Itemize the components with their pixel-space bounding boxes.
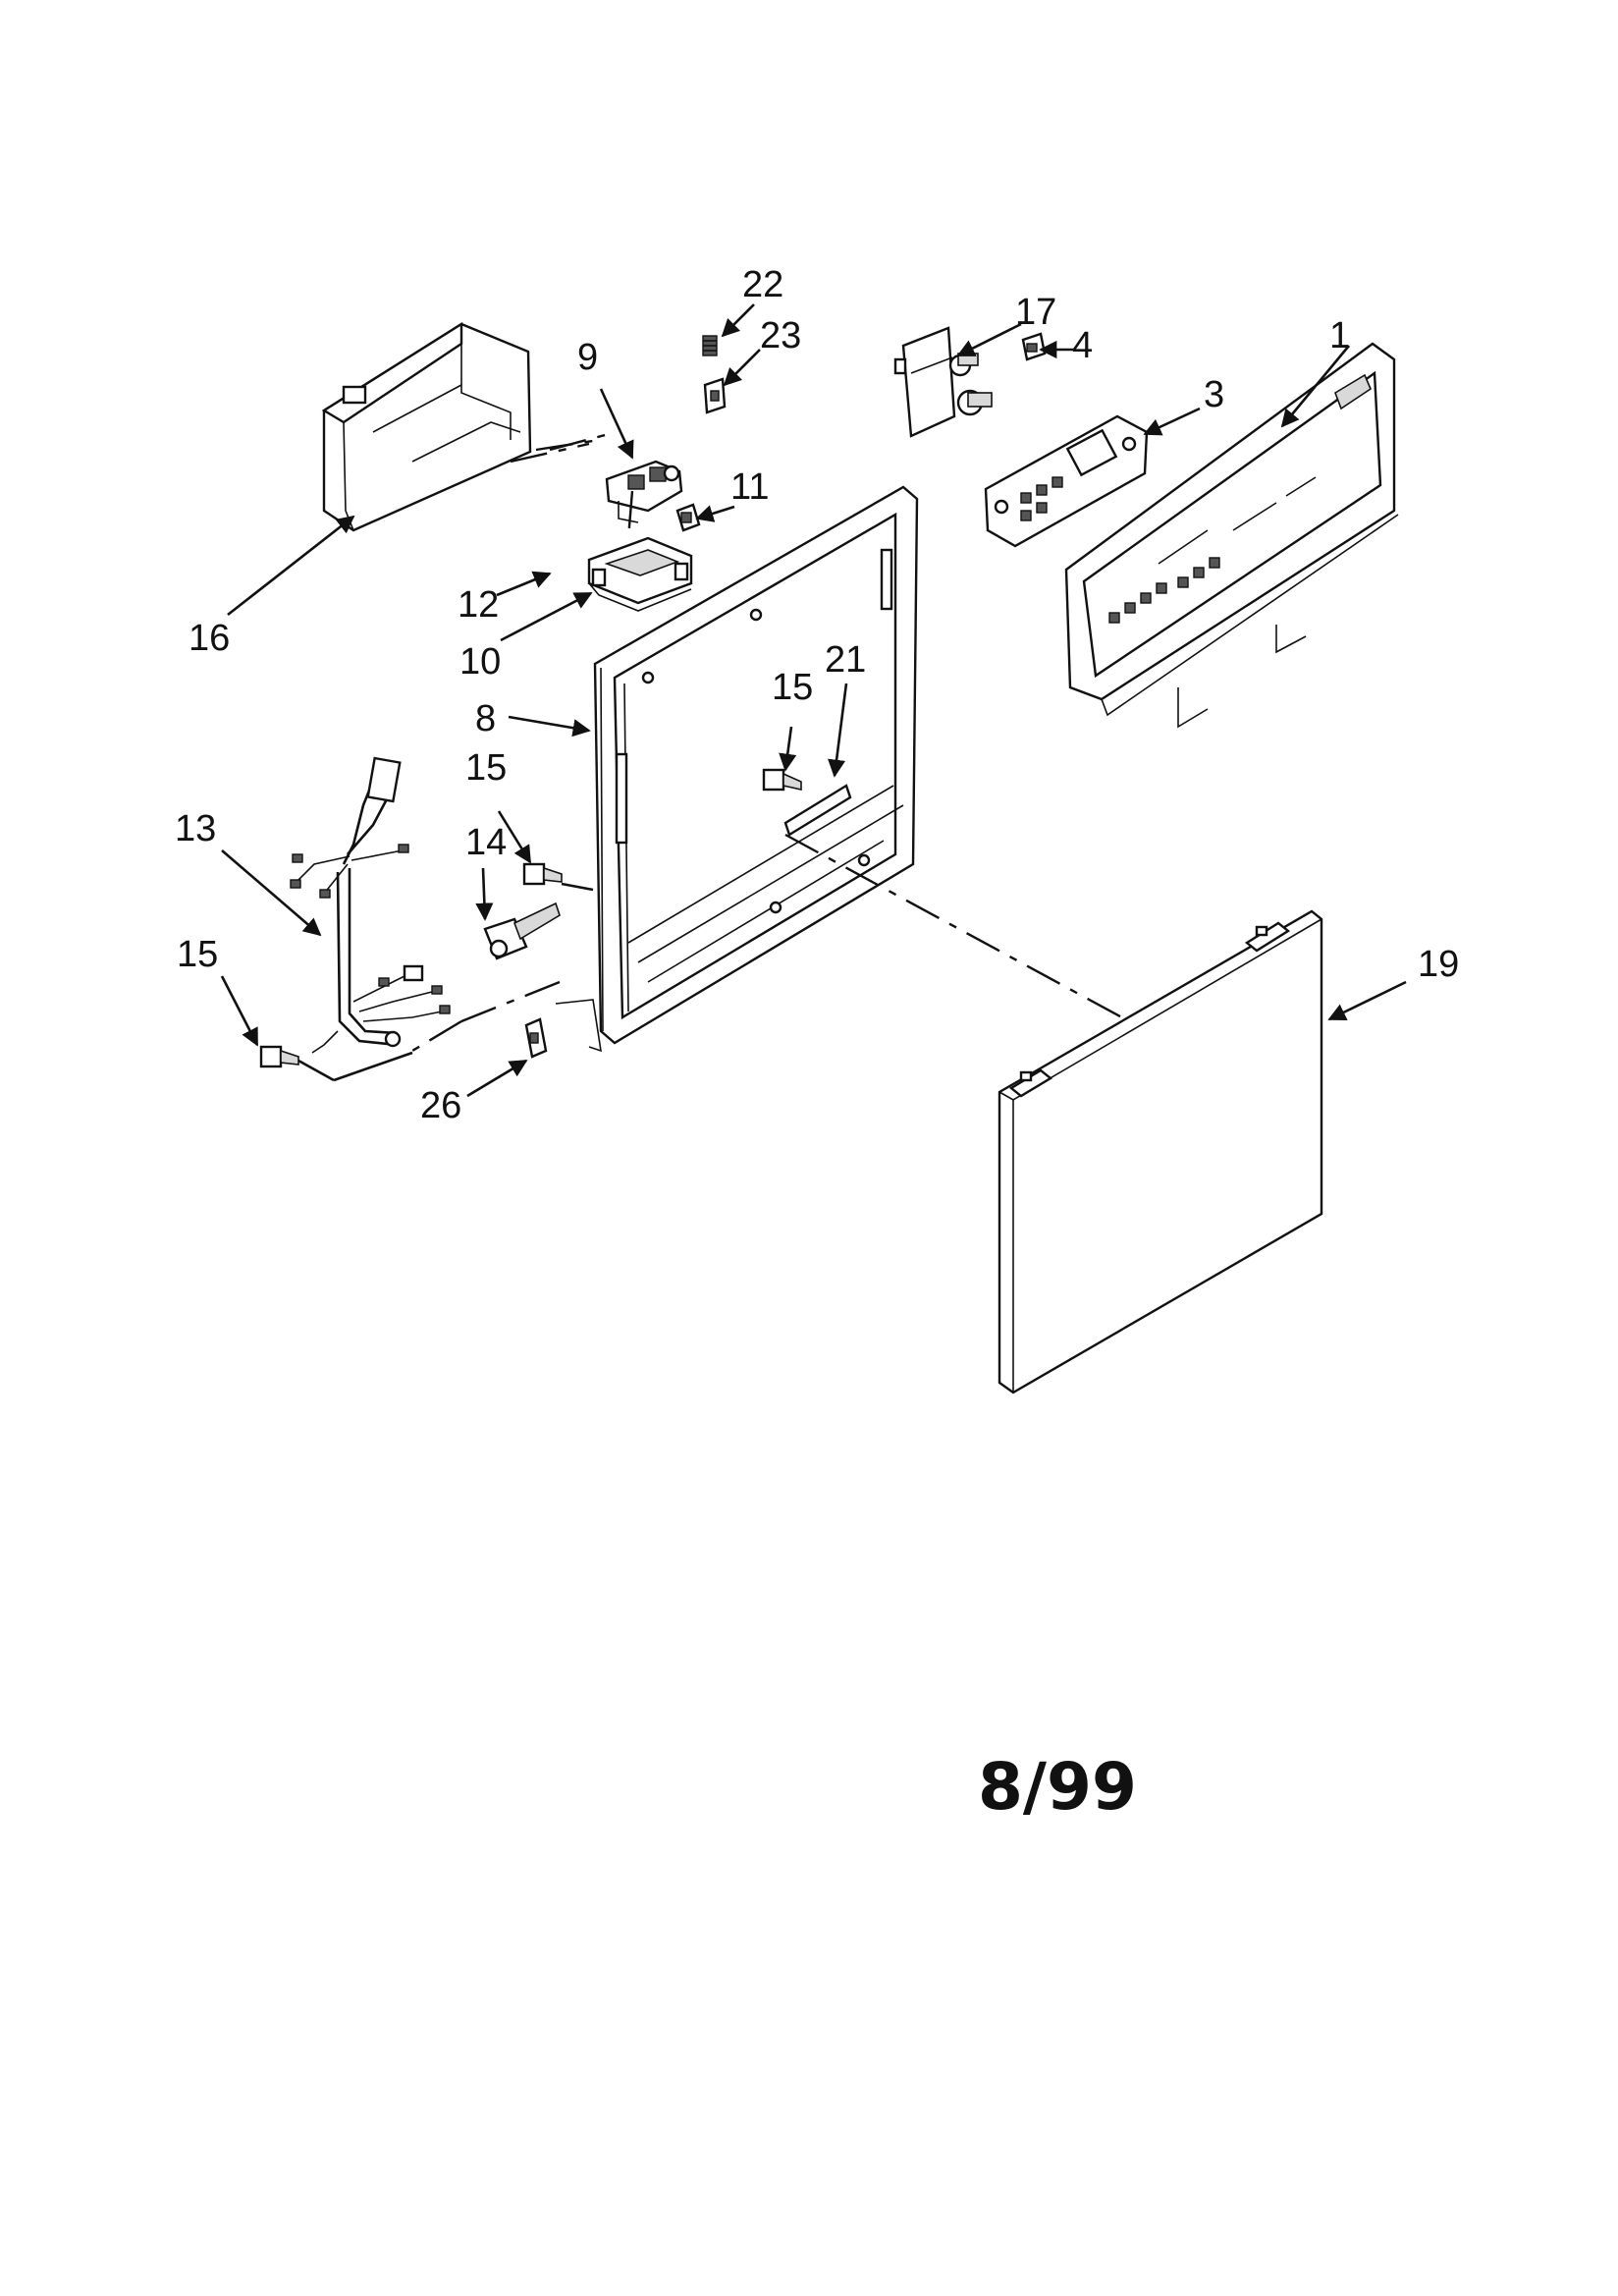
callout-3: 3 (1204, 374, 1224, 415)
part-1-control-panel (1064, 342, 1399, 729)
callout-19: 19 (1418, 944, 1459, 985)
callout-21: 21 (825, 639, 866, 681)
callout-15a: 15 (772, 667, 813, 708)
callout-12: 12 (458, 584, 499, 626)
part-3-control-bezel (984, 414, 1149, 548)
part-8-door-frame (555, 485, 919, 1053)
callout-8: 8 (475, 698, 496, 739)
callout-1: 1 (1329, 315, 1350, 356)
part-19-door-panel (998, 909, 1323, 1394)
part-13-wire-harness (290, 756, 451, 1054)
part-22-spring (702, 335, 718, 356)
callout-22: 22 (742, 264, 783, 305)
part-4-button (1021, 332, 1047, 361)
callout-15b: 15 (465, 747, 507, 789)
callout-16: 16 (189, 618, 230, 659)
date-code: 8/99 (978, 1749, 1137, 1825)
part-15-screw-b (522, 862, 563, 886)
part-21-trim-strip (783, 784, 852, 837)
part-10-housing (587, 536, 693, 612)
part-16-cover (321, 321, 532, 532)
callout-13: 13 (175, 808, 216, 849)
callout-4: 4 (1072, 325, 1093, 366)
callout-10: 10 (459, 641, 501, 683)
leader-arrows (220, 303, 1407, 1098)
callout-15c: 15 (177, 934, 218, 975)
callout-14: 14 (465, 822, 507, 863)
callout-23: 23 (760, 315, 801, 356)
callout-26: 26 (420, 1085, 461, 1126)
explode-lines (297, 432, 1130, 1082)
part-11-actuator (675, 503, 701, 532)
part-15-screw-a (762, 768, 802, 792)
part-23-clip (703, 377, 727, 414)
part-14-sensor (483, 902, 561, 960)
callout-labels: 1 3 4 17 22 23 9 11 12 10 16 8 15 21 15 … (175, 264, 1459, 1126)
callout-9: 9 (577, 337, 598, 378)
part-9-latch (605, 460, 683, 523)
callout-11: 11 (730, 466, 769, 508)
part-15-screw-c (259, 1045, 299, 1068)
part-17-switch (893, 326, 993, 438)
part-26-clip (524, 1017, 548, 1059)
callout-17: 17 (1015, 292, 1056, 333)
